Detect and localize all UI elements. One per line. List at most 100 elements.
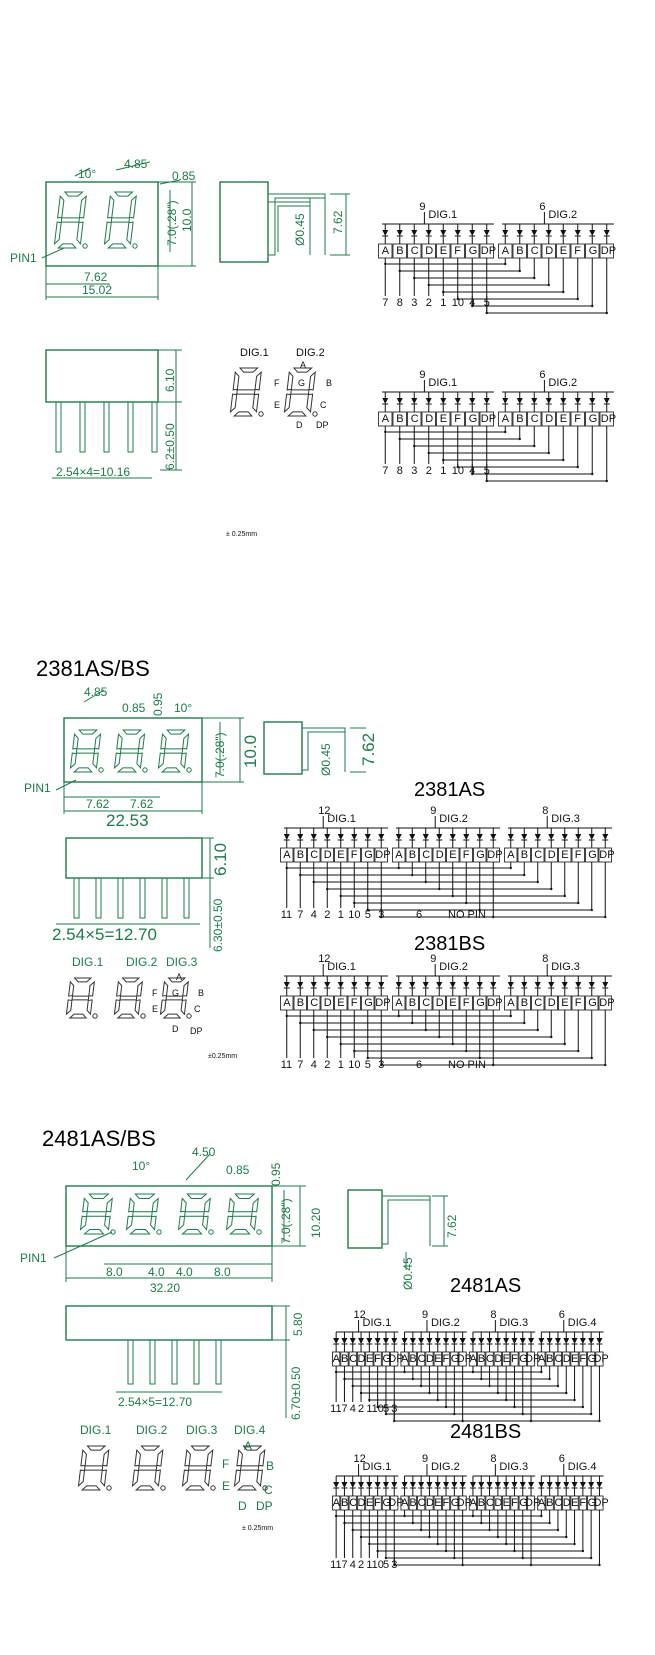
led-diode [596,1482,603,1488]
segment-letter: E [561,997,568,1009]
segment-letter: B [396,413,403,425]
s1-seg-e: E [274,400,280,410]
s3-dim-body-depth: 5.80 [291,1312,305,1336]
segment [233,1469,242,1488]
led-diode [395,834,402,840]
segment [286,370,294,391]
led-diode [396,230,403,236]
display-digit [283,367,318,417]
s1-tolerance: ± 0.25mm [226,531,257,538]
pin-number: 10 [372,1403,384,1415]
s2-dim-body-depth: 6.10 [211,843,230,876]
s2-disp-dig3: DIG.3 [166,955,198,969]
segment-letter: G [451,1353,460,1365]
led-diode [341,1482,348,1488]
s2-dim-pin-row: 2.54×5=12.70 [52,925,157,944]
led-diode [478,1482,485,1488]
led-diode [440,230,447,236]
led-diode [396,398,403,404]
display-digit [131,1445,166,1491]
segment-letter: C [534,997,542,1009]
segment-letter: E [434,1353,441,1365]
segment-letter: DP [375,997,390,1009]
segment-letter: G [451,1497,460,1509]
pin-number: 2 [426,465,432,477]
s3-title: 2481AS/BS [42,1126,156,1151]
pin-number: 4 [350,1403,356,1415]
led-diode [575,982,582,988]
led-diode [449,982,456,988]
segment [79,1215,88,1231]
digit-label: DIG.4 [568,1461,597,1473]
segment [140,1445,161,1451]
s3-seg-a: A [244,1439,252,1453]
segment-letter: DP [599,997,614,1009]
segment [236,389,256,395]
led-diode [451,1338,458,1344]
pin [117,877,124,919]
led-diode [588,834,595,840]
segment-letter: C [411,245,419,257]
pin [171,1339,178,1385]
digit-label: DIG.1 [327,813,356,825]
segment-letter: C [418,1497,426,1509]
section1-bottom-view: 6.10 6.2±0.50 2.54×4=10.16 [45,349,182,479]
pin-number: 1 [440,465,446,477]
segment [283,393,292,414]
segment [159,999,167,1016]
s1-dim-row-spacing: 7.62 [331,210,345,234]
segment-letter: B [478,1497,485,1509]
segment-letter: A [382,413,390,425]
segment [232,370,240,391]
pin [151,401,158,453]
led-diode [503,1338,510,1344]
segment-letter: C [310,849,318,861]
decimal-point [98,767,104,773]
s3-dim-pitch-a: 8.0 [106,1265,123,1279]
s2-dim-dp-w: 0.95 [151,692,165,716]
segment-letter: F [579,1353,586,1365]
decimal-point [140,1013,146,1019]
section2-front-view: 4.85 0.85 0.95 10° 7.0(.28") 10.0 PIN1 7… [24,685,260,830]
led-diode [358,1482,365,1488]
segment [228,1197,235,1213]
s1-dim-width: 15.02 [82,283,112,297]
decimal-point [160,1485,166,1491]
segment [86,1445,107,1451]
s2-dim-width: 22.53 [106,811,149,830]
segment-letter: B [521,849,528,861]
led-diode [449,834,456,840]
section1-display: DIG.1 DIG.2 A B C D E F G DP ± 0.25mm [226,347,332,538]
segment [163,748,184,754]
segment-letter: G [469,413,478,425]
segment [86,1211,107,1217]
led-diode [476,834,483,840]
led-diode [409,1482,416,1488]
s1-dim-pitch-top: 4.85 [124,157,148,171]
led-diode [603,230,610,236]
segment-letter: G [589,413,598,425]
segment [292,367,313,373]
section2-bottom-view: 6.10 6.30±0.50 2.54×5=12.70 [52,837,230,952]
pin-number: 10 [348,909,360,921]
s1-seg-b: B [326,378,332,388]
segment-letter: A [401,1353,409,1365]
segment-letter: F [374,1353,381,1365]
segment [202,1215,209,1231]
pin-number: 4 [350,1559,356,1571]
segment-letter: D [563,1497,571,1509]
s3-dim-height: 10.20 [309,1208,323,1238]
pin-number: 4 [311,1059,317,1071]
led-diode [516,398,523,404]
section3-front-view: 10° 4.50 0.85 0.95 7.0(.28") 10.20 PIN1 … [20,1145,323,1295]
segment-letter: A [538,1353,546,1365]
front-digit [79,1193,116,1235]
segment-letter: B [521,997,528,1009]
segment [113,999,121,1016]
segment-letter: E [503,1497,510,1509]
segment [290,389,310,395]
s3-pin1-label: PIN1 [20,1251,47,1265]
s2-seg-d: D [172,1024,179,1034]
segment-letter: D [494,1497,502,1509]
